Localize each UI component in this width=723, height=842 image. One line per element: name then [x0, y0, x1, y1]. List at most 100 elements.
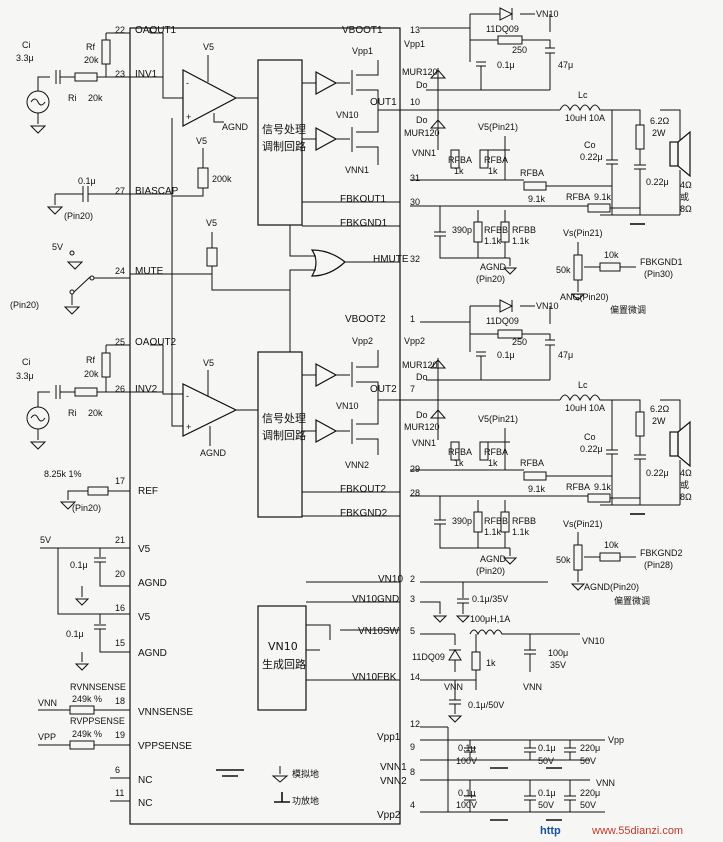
- rfba-1c-value: 9.1k: [528, 194, 546, 204]
- agnd-2-pin: (Pin20): [476, 566, 505, 576]
- pin-20: 20: [115, 569, 125, 579]
- pin-11: 11: [115, 788, 124, 798]
- vspin21-2: Vs(Pin21): [563, 519, 603, 529]
- vnn-supply-b: VNN: [523, 682, 542, 692]
- spk1-8ohm: 8Ω: [680, 204, 692, 214]
- vnn2-gate-2: VNN2: [345, 460, 369, 470]
- resistor-rfba-1c: [523, 181, 547, 191]
- rvnnsense-value: 249k %: [72, 694, 102, 704]
- pin-10-name: OUT1: [370, 97, 397, 108]
- pin-32-name: HMUTE: [373, 254, 409, 265]
- ch1-diode-label: 11DQ09: [486, 24, 519, 34]
- c022-2: 0.22μ: [646, 468, 669, 478]
- vspin21-1: Vs(Pin21): [563, 228, 603, 238]
- pwr-cap-a-voltage: 100V: [456, 756, 477, 766]
- resistor-6r2-2: [635, 411, 645, 437]
- rf1-value: 20k: [84, 55, 99, 65]
- c01-boot-1: 0.1μ: [497, 60, 515, 70]
- pwr-cap-d-voltage: 100V: [456, 800, 477, 810]
- c390-1: 390p: [452, 225, 472, 235]
- opamp-2: [182, 383, 238, 437]
- vn10-output: VN10: [582, 636, 605, 646]
- pin-26: 26: [115, 384, 125, 394]
- dsp-block-2: [257, 351, 303, 518]
- resistor-rf2: [101, 352, 111, 378]
- pin-22-name: OAOUT1: [135, 25, 177, 36]
- resistor-10k-1: [599, 262, 621, 272]
- rvppsense-value: 249k %: [72, 729, 102, 739]
- pin-23-name: INV1: [135, 69, 158, 80]
- rfba-1b-value: 1k: [488, 166, 498, 176]
- potentiometer-50k-2: [573, 544, 583, 571]
- pin-22: 22: [115, 25, 125, 35]
- pin-31-name: FBKOUT1: [340, 194, 387, 205]
- ang-pin20-1: ANG(Pin20): [560, 292, 609, 302]
- speaker-1-cone: [677, 130, 691, 178]
- mur120-b2: MUR120: [404, 422, 440, 432]
- ref-pin20: (Pin20): [72, 503, 101, 513]
- dsp-block-2-label-a: 信号处理: [262, 412, 306, 425]
- pin-16-name: V5: [138, 612, 151, 623]
- opamp-2-v5: V5: [203, 358, 214, 368]
- c47-1: 47μ: [558, 60, 573, 70]
- mute-5v: 5V: [52, 242, 63, 252]
- ic-body: [129, 27, 401, 825]
- potentiometer-50k-1: [573, 254, 583, 281]
- legend-analog-ground: 模拟地: [292, 768, 319, 779]
- c01-boot-2: 0.1μ: [497, 350, 515, 360]
- pin-11-name: NC: [138, 798, 152, 809]
- driver-1b: [315, 126, 338, 152]
- resistor-rf1: [101, 39, 111, 65]
- diode-11dq09-2: [499, 299, 514, 313]
- r62-1-label: 6.2Ω: [650, 116, 670, 126]
- rfba-1b: RFBA: [484, 155, 508, 165]
- rfba-1a-value: 1k: [454, 166, 464, 176]
- driver-2a: [315, 362, 338, 388]
- agnd-1: AGND: [480, 262, 507, 272]
- svg-text:-: -: [186, 391, 189, 401]
- svg-text:-: -: [186, 78, 189, 88]
- pin-25-name: OAOUT2: [135, 337, 177, 348]
- pin-9-name: Vpp1: [377, 732, 401, 743]
- ri1-value: 20k: [88, 93, 103, 103]
- opamp-1-agnd: AGND: [222, 122, 249, 132]
- speaker-1: [669, 141, 679, 167]
- watermark-prefix: http: [540, 825, 561, 837]
- pin-28-name: FBKGND2: [340, 508, 388, 519]
- resistor-rfba-2b: [479, 441, 489, 461]
- do-b1: Do: [416, 115, 428, 125]
- analog-ground-icon: [271, 766, 289, 783]
- agnd-1-pin: (Pin20): [476, 274, 505, 284]
- ri1-label: Ri: [68, 93, 77, 103]
- dsp-block-1-label-a: 信号处理: [262, 123, 306, 136]
- c47-2: 47μ: [558, 350, 573, 360]
- pin-18: 18: [115, 696, 125, 706]
- pin-1-name: VBOOT2: [345, 314, 386, 325]
- pin-14-name: VN10FBK: [352, 672, 397, 683]
- ch2-vn10: VN10: [536, 301, 559, 311]
- ch2-diode-label: 11DQ09: [486, 316, 519, 326]
- vn10-diode-label: 11DQ09: [412, 652, 445, 662]
- ch1-vn10: VN10: [536, 9, 559, 19]
- pin-4: 4: [410, 800, 415, 810]
- pwr-cap-a: 0.1μ: [458, 743, 476, 753]
- pwr-cap-c: 220μ: [580, 743, 600, 753]
- resistor-rvnnsense: [69, 705, 95, 715]
- fbkgnd1-label: FBKGND1: [640, 257, 683, 267]
- vnn-supply-a: VNN: [444, 682, 463, 692]
- vn10-block-label-b: 生成回路: [262, 657, 306, 671]
- mute-pin20: (Pin20): [10, 300, 39, 310]
- fbkgnd2-label: FBKGND2: [640, 548, 683, 558]
- pin-32: 32: [410, 254, 420, 264]
- spk2-or: 或: [680, 479, 689, 490]
- pin-24-name: MUTE: [135, 266, 164, 277]
- resistor-rfba-2c: [523, 471, 547, 481]
- pin-27: 27: [115, 186, 125, 196]
- vnn1-gate-1: VNN1: [345, 165, 369, 175]
- agnd-2: AGND: [480, 554, 507, 564]
- pin-21-name: V5: [138, 544, 151, 555]
- pwr-cap-f: 220μ: [580, 788, 600, 798]
- vn10-block-label-a: VN10: [268, 640, 298, 653]
- dsp-block-1-label-b: 调制回路: [262, 140, 306, 153]
